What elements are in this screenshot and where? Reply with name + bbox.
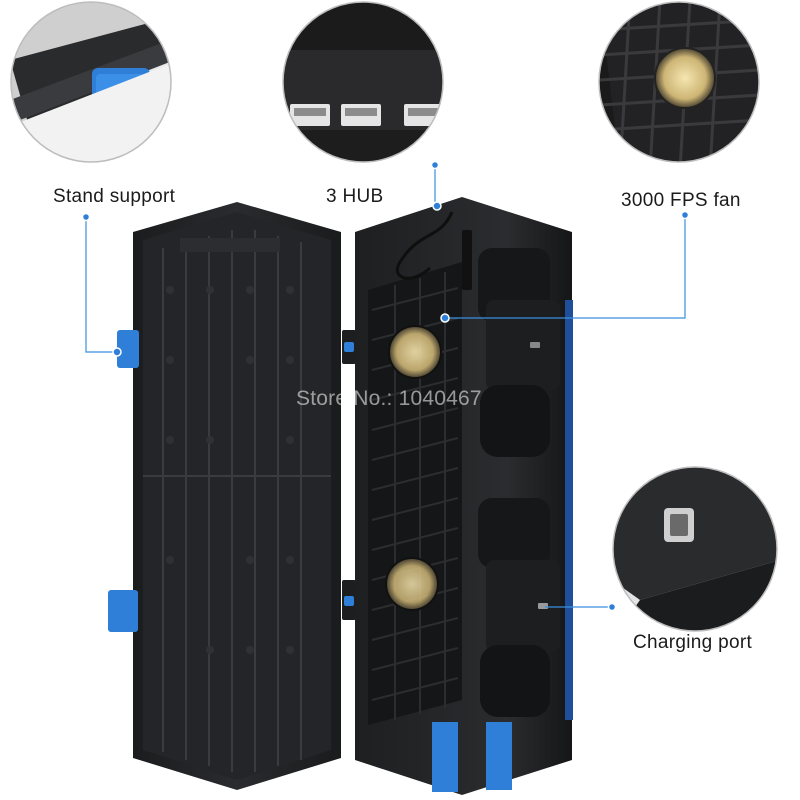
label-3000-fps-fan: 3000 FPS fan: [621, 190, 741, 211]
zoom-charging-port: [612, 466, 778, 632]
callout-dots: [81, 160, 690, 612]
hinges: [342, 330, 356, 620]
label-stand-support: Stand support: [53, 186, 176, 207]
support-tab-lower: [108, 590, 138, 632]
callout-lines: [85, 165, 686, 608]
store-watermark: Store No.: 1040467: [296, 387, 482, 410]
zoom-usb-hub: [282, 1, 444, 163]
fan-lower: [385, 557, 439, 611]
label-3-hub: 3 HUB: [326, 186, 384, 207]
zoom-stand-support: [10, 1, 172, 163]
controller-dock-lower: [478, 498, 560, 717]
controller-dock-upper: [478, 248, 560, 457]
label-charging-port: Charging port: [633, 632, 753, 653]
fan-upper: [388, 325, 442, 379]
zoom-fan: [598, 1, 760, 163]
support-tab-upper: [117, 330, 139, 368]
left-door-panel: [133, 202, 341, 790]
main-stand-body: [355, 197, 573, 795]
